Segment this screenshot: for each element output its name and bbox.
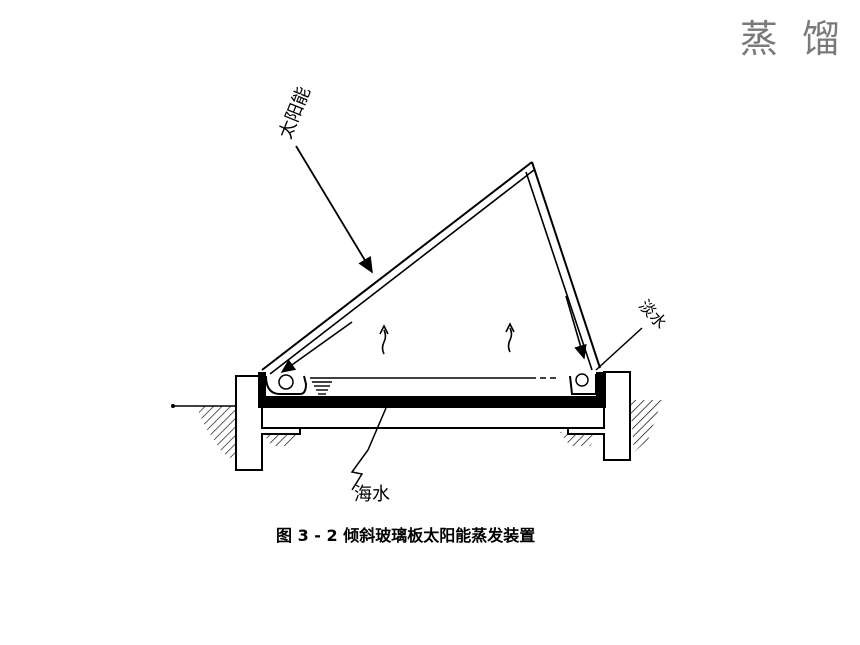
ground-line-end bbox=[171, 404, 175, 408]
basin-liner bbox=[258, 396, 606, 408]
left-trough bbox=[265, 375, 308, 395]
slide-title: 蒸 馏 bbox=[739, 17, 846, 61]
soil-left bbox=[196, 406, 236, 462]
vapor-arrow-1 bbox=[379, 324, 389, 355]
glass-cover-inner bbox=[269, 169, 535, 375]
vapor-arrow-2 bbox=[505, 322, 515, 353]
glass-cover-outer bbox=[261, 161, 533, 371]
right-trough-channel bbox=[575, 373, 589, 387]
sea-water-leader bbox=[350, 407, 387, 491]
soil-bottom-right bbox=[560, 432, 600, 446]
left-trough-channel bbox=[278, 374, 294, 390]
fresh-water-label: 淡水 bbox=[635, 296, 671, 333]
solar-label: 太阳能 bbox=[275, 84, 315, 142]
left-liner-wall bbox=[258, 372, 266, 398]
soil-right bbox=[630, 400, 662, 452]
water-level-symbol bbox=[312, 381, 332, 395]
solar-arrow bbox=[295, 145, 373, 274]
right-liner-wall bbox=[596, 372, 606, 398]
sea-water-label: 海水 bbox=[354, 484, 390, 505]
fresh-water-leader bbox=[595, 327, 643, 371]
soil-bottom-left bbox=[262, 432, 300, 446]
right-trough bbox=[569, 374, 597, 395]
figure-caption: 图 3 - 2 倾斜玻璃板太阳能蒸发装置 bbox=[276, 526, 535, 545]
condensate-arrow-left bbox=[280, 321, 353, 373]
back-wall-outer bbox=[531, 161, 601, 369]
back-wall-inner bbox=[525, 171, 593, 371]
condensate-arrow-right bbox=[565, 295, 587, 360]
left-wall bbox=[235, 375, 301, 471]
